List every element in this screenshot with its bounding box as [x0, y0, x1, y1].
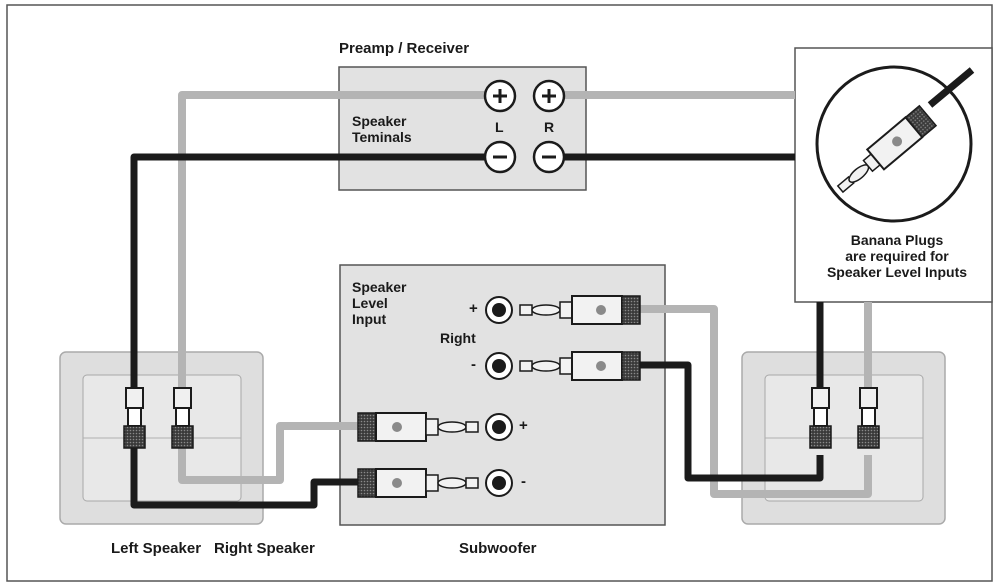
sub-input-label-1: Speaker [352, 279, 407, 295]
speaker-terminals-label-2: Teminals [352, 129, 412, 145]
left-speaker [59, 351, 264, 525]
sub-jack-left-minus [485, 469, 513, 497]
jack-right-plus-sign: + [469, 300, 478, 317]
subwoofer-label: Subwoofer [459, 540, 537, 557]
right-post-black [809, 387, 832, 449]
right-speaker-label: Right Speaker [214, 540, 315, 557]
right-group-label: Right [440, 330, 476, 346]
banana-plug-right-minus [519, 351, 641, 381]
channel-l-label: L [495, 119, 504, 135]
gray-wire-sub-right-plus [640, 305, 872, 498]
right-post-gray [857, 387, 880, 449]
preamp-terminal-r-minus [532, 140, 566, 174]
preamp-terminal-l-minus [483, 140, 517, 174]
left-speaker-posts [123, 387, 194, 449]
banana-plug-right-plus [519, 295, 641, 325]
callout-line-1: Banana Plugs [850, 232, 944, 248]
channel-r-label: R [544, 119, 555, 135]
sub-input-label-3: Input [352, 311, 387, 327]
gray-wires [178, 91, 872, 498]
gray-wire-left-speaker [178, 91, 496, 484]
black-wire-sub-right-minus [640, 361, 824, 482]
jack-left-plus-sign: + [519, 417, 528, 434]
callout-line-2: are required for [845, 248, 949, 264]
sub-input-label-2: Level [352, 295, 388, 311]
sub-jack-right-plus [485, 296, 513, 324]
right-speaker-posts [809, 387, 880, 449]
preamp-title: Preamp / Receiver [339, 40, 470, 57]
banana-plug-left-plus [357, 412, 479, 442]
left-post-black [123, 387, 146, 449]
right-speaker [741, 351, 946, 525]
callout-line-3: Speaker Level Inputs [826, 264, 968, 280]
callout-cable [927, 67, 975, 108]
preamp-terminal-l-plus [483, 79, 517, 113]
sub-jack-right-minus [485, 352, 513, 380]
sub-jack-left-plus [485, 413, 513, 441]
callout-text: Banana Plugs are required for Speaker Le… [797, 232, 997, 280]
jack-right-minus-sign: - [471, 356, 476, 373]
black-wire-left-speaker [130, 153, 496, 509]
black-wires [130, 67, 975, 509]
left-speaker-label: Left Speaker [111, 540, 202, 557]
banana-plug-icon [836, 104, 938, 194]
banana-plug-left-minus [357, 468, 479, 498]
jack-left-minus-sign: - [521, 473, 526, 490]
speaker-terminals-label-1: Speaker [352, 113, 407, 129]
left-post-gray [171, 387, 194, 449]
preamp-terminal-r-plus [532, 79, 566, 113]
